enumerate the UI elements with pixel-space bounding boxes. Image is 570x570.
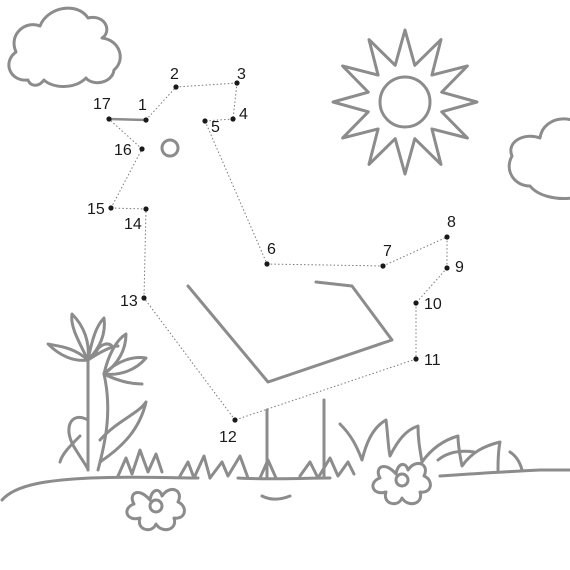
- guide-line: [232, 82, 238, 120]
- dot-8[interactable]: [444, 234, 450, 240]
- guide-line: [143, 297, 236, 421]
- guide-line: [204, 120, 268, 265]
- sun: [331, 28, 479, 176]
- dot-number-5: 5: [211, 119, 220, 136]
- dot-9[interactable]: [444, 265, 450, 271]
- dot-12[interactable]: [232, 417, 238, 423]
- guide-line: [110, 148, 143, 209]
- guide-lines: [108, 82, 448, 421]
- dot-number-6: 6: [267, 241, 276, 258]
- cloud-right: [507, 117, 570, 200]
- dot-2[interactable]: [173, 84, 179, 90]
- bird-eye: [160, 138, 180, 158]
- dot-7[interactable]: [380, 263, 386, 269]
- dot-10[interactable]: [413, 300, 419, 306]
- dot-number-16: 16: [114, 142, 132, 159]
- guide-line: [266, 263, 384, 267]
- dot-3[interactable]: [234, 80, 240, 86]
- dot-4[interactable]: [230, 116, 236, 122]
- grass-left: [116, 448, 212, 480]
- guide-line: [145, 86, 177, 121]
- dot-number-1: 1: [138, 97, 147, 114]
- dot-number-9: 9: [455, 259, 464, 276]
- dot-number-15: 15: [87, 201, 105, 218]
- guide-line: [110, 207, 147, 210]
- dot-number-7: 7: [383, 243, 392, 260]
- guide-line: [415, 267, 448, 304]
- ground-line: [0, 468, 570, 502]
- beak-line: [108, 117, 147, 122]
- grass-right: [338, 418, 524, 472]
- dot-number-11: 11: [424, 352, 441, 369]
- guide-line: [175, 82, 238, 88]
- dot-6[interactable]: [264, 261, 270, 267]
- dot-number-14: 14: [124, 216, 142, 233]
- guide-line: [234, 358, 417, 421]
- dot-17[interactable]: [106, 116, 112, 122]
- dot-16[interactable]: [139, 146, 145, 152]
- cloud-top-left: [7, 6, 122, 88]
- dot-number-17: 17: [93, 96, 111, 113]
- guide-line: [108, 118, 143, 150]
- dot-13[interactable]: [141, 295, 147, 301]
- flower-ground-right: [371, 461, 432, 506]
- sun-rays: [331, 28, 479, 176]
- guide-line: [143, 208, 147, 299]
- dot-number-3: 3: [237, 66, 246, 83]
- dot-1[interactable]: [143, 117, 149, 123]
- grass-center: [208, 454, 356, 480]
- guide-line: [204, 118, 234, 122]
- flower-plant-left: [46, 312, 148, 472]
- dot-number-12: 12: [219, 429, 237, 446]
- dot-number-2: 2: [170, 66, 179, 83]
- dot-11[interactable]: [413, 356, 419, 362]
- dot-14[interactable]: [143, 206, 149, 212]
- dot-number-4: 4: [239, 106, 248, 123]
- flower-ground-left: [125, 487, 186, 532]
- dot-5[interactable]: [202, 118, 208, 124]
- dot-number-10: 10: [424, 296, 442, 313]
- bird-wing: [186, 280, 394, 384]
- dot-15[interactable]: [108, 205, 114, 211]
- guide-line: [382, 236, 448, 267]
- dot-number-13: 13: [120, 293, 138, 310]
- grass-bottom-center: [260, 494, 292, 501]
- dot-number-8: 8: [447, 214, 456, 231]
